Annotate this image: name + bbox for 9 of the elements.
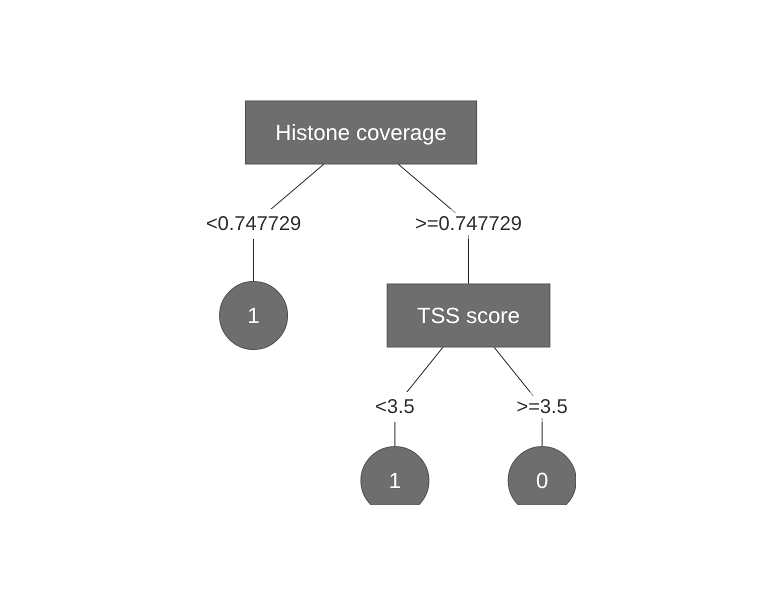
node-circle: 1 bbox=[360, 446, 430, 506]
node-box: TSS score bbox=[386, 283, 550, 348]
edge-label: >=3.5 bbox=[516, 396, 568, 418]
node-box: Histone coverage bbox=[245, 100, 478, 164]
edge-label: <0.747729 bbox=[206, 212, 302, 235]
node-circle: 0 bbox=[508, 446, 576, 506]
edge-label: <3.5 bbox=[375, 396, 415, 418]
edge-label: >=0.747729 bbox=[415, 212, 522, 235]
node-circle: 1 bbox=[219, 280, 288, 350]
